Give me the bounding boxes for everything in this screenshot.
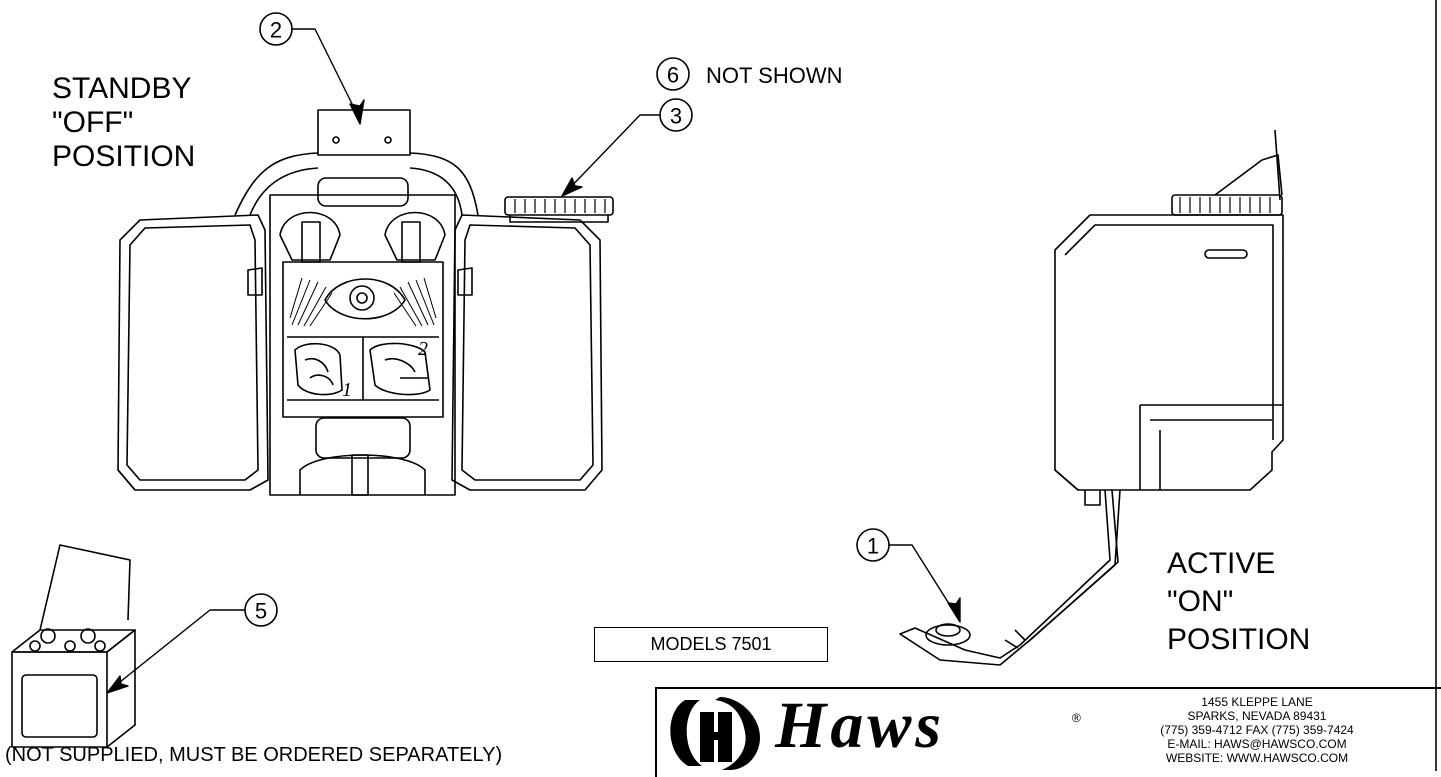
standby-line-3: POSITION (52, 140, 196, 173)
front-view-unit (117, 109, 614, 496)
active-line-3: POSITION (1167, 623, 1311, 656)
registered-mark: ® (1072, 711, 1081, 725)
address-line-1: 1455 KLEPPE LANE (1201, 695, 1313, 709)
callout-3: 3 (670, 104, 682, 129)
standby-label: STANDBY "OFF" POSITION (52, 72, 195, 174)
standby-line-2: "OFF" (52, 106, 134, 139)
callout-circles (244, 12, 890, 627)
callout-3-circle (659, 98, 693, 132)
active-label: ACTIVE "ON" POSITION (1167, 547, 1310, 657)
models-box: MODELS 7501 (594, 627, 828, 662)
callout-2: 2 (270, 18, 282, 43)
address-line-3: (775) 359-4712 FAX (775) 359-7424 (1160, 723, 1354, 737)
callout-5: 5 (255, 599, 267, 624)
title-block (655, 687, 1441, 777)
not-supplied-note: (NOT SUPPLIED, MUST BE ORDERED SEPARATEL… (5, 744, 503, 766)
side-view-unit (899, 129, 1284, 666)
insert-number-2: 2 (418, 338, 428, 360)
address-line-4: E-MAIL: HAWS@HAWSCO.COM (1167, 737, 1347, 751)
insert-number-1: 1 (342, 379, 352, 401)
eye-graphic (324, 278, 406, 320)
company-address: 1455 KLEPPE LANE SPARKS, NEVADA 89431 (7… (1092, 695, 1422, 765)
callout-5-circle (244, 593, 278, 627)
active-line-1: ACTIVE (1167, 547, 1276, 580)
callout-2-circle (259, 12, 293, 46)
active-line-2: "ON" (1167, 585, 1234, 618)
right-nozzle (384, 211, 446, 261)
standby-line-1: STANDBY (52, 72, 192, 105)
accessory-box (11, 544, 136, 748)
side-tank (1054, 214, 1284, 491)
not-shown-label: NOT SHOWN (706, 63, 843, 88)
callout-6: 6 (667, 63, 679, 88)
left-nozzle (279, 211, 341, 261)
callout-leaders (106, 28, 961, 694)
side-nozzle (925, 624, 971, 646)
address-line-2: SPARKS, NEVADA 89431 (1187, 709, 1327, 723)
haws-logo-icon (670, 697, 760, 770)
callout-6-circle (656, 57, 690, 91)
callout-1: 1 (867, 534, 879, 559)
haws-wordmark: Haws (775, 689, 946, 762)
address-line-5: WEBSITE: WWW.HAWSCO.COM (1165, 751, 1349, 765)
mounting-bracket (317, 109, 411, 156)
tank-cap (504, 196, 614, 223)
callout-1-circle (856, 528, 890, 562)
right-tank (451, 214, 603, 491)
left-tank (117, 214, 269, 491)
instruction-label (282, 261, 444, 418)
